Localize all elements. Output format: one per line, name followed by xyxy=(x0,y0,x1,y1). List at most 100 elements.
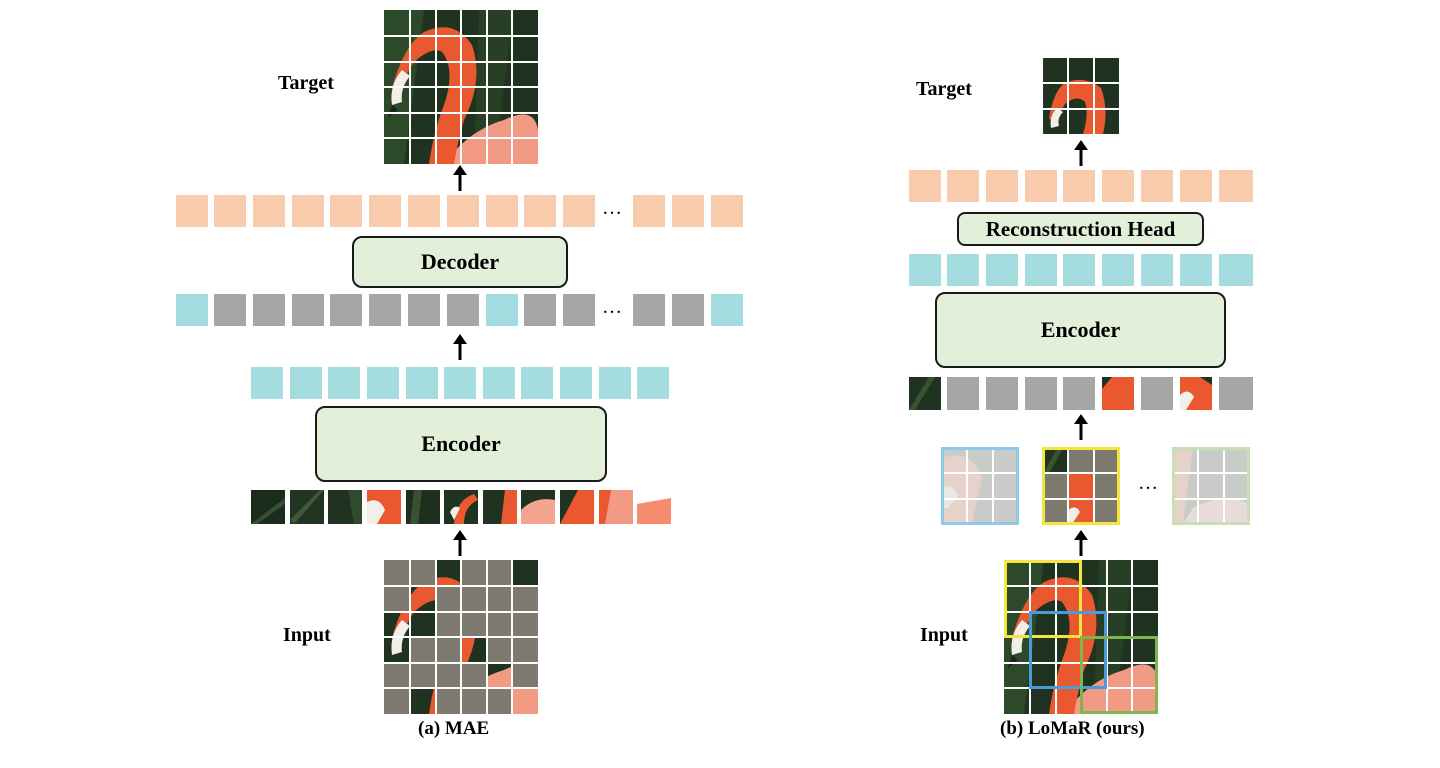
mae-mask-token xyxy=(214,294,246,326)
lomar-encoded-token xyxy=(1102,254,1134,286)
mae-encoded-token xyxy=(290,367,322,399)
mae-input-patch xyxy=(444,490,478,524)
mae-decoder-label: Decoder xyxy=(420,249,500,274)
mae-encoded-token xyxy=(521,367,553,399)
lomar-output-token xyxy=(1180,170,1212,202)
mae-mask-token xyxy=(633,294,665,326)
lomar-arrow-to-target xyxy=(1074,140,1088,166)
mae-output-token xyxy=(524,195,556,227)
mae-input-patch xyxy=(483,490,517,524)
lomar-output-token xyxy=(909,170,941,202)
mae-mask-token xyxy=(408,294,440,326)
mae-visible-token xyxy=(176,294,208,326)
mae-encoded-token xyxy=(599,367,631,399)
mae-mask-token xyxy=(563,294,595,326)
lomar-caption: (b) LoMaR (ours) xyxy=(1000,718,1145,739)
lomar-visible-patch xyxy=(909,377,941,410)
mae-target-label: Target xyxy=(278,72,334,94)
mae-input-label: Input xyxy=(283,624,331,646)
lomar-output-token xyxy=(1219,170,1253,202)
lomar-mask-token xyxy=(986,377,1018,410)
mae-input-patch xyxy=(560,490,594,524)
mae-input-patch xyxy=(367,490,401,524)
mae-mask-token xyxy=(447,294,479,326)
lomar-window-ellipsis: … xyxy=(1138,472,1158,494)
mae-encoded-token xyxy=(367,367,399,399)
mae-input-patch xyxy=(251,490,285,524)
lomar-encoded-token xyxy=(1219,254,1253,286)
lomar-input-window-yellow xyxy=(1004,560,1082,638)
mae-encoded-token xyxy=(637,367,669,399)
lomar-visible-patch xyxy=(1180,377,1212,410)
lomar-recon-head-label: Reconstruction Head xyxy=(985,216,1176,241)
mae-output-token xyxy=(292,195,324,227)
lomar-output-token xyxy=(1102,170,1134,202)
mae-mask-token xyxy=(524,294,556,326)
mae-decoder-input-ellipsis: … xyxy=(602,296,622,318)
lomar-mask-token xyxy=(1141,377,1173,410)
lomar-mask-token xyxy=(947,377,979,410)
mae-encoded-token xyxy=(406,367,438,399)
mae-output-token xyxy=(176,195,208,227)
mae-mask-token xyxy=(330,294,362,326)
lomar-arrow-to-encoder xyxy=(1074,414,1088,440)
mae-visible-token xyxy=(711,294,743,326)
lomar-encoder-label: Encoder xyxy=(1040,317,1121,342)
mae-encoder-label: Encoder xyxy=(421,431,501,456)
lomar-input-window-blue xyxy=(1029,611,1107,689)
mae-visible-token xyxy=(486,294,518,326)
lomar-target-image xyxy=(1043,58,1119,134)
lomar-output-token xyxy=(1025,170,1057,202)
lomar-arrow-to-windows xyxy=(1074,530,1088,556)
lomar-encoded-token xyxy=(947,254,979,286)
mae-input-patch xyxy=(290,490,324,524)
mae-input-patch xyxy=(599,490,633,524)
mae-output-token xyxy=(563,195,595,227)
lomar-input-label: Input xyxy=(920,624,968,646)
mae-output-ellipsis: … xyxy=(602,197,622,219)
lomar-output-token xyxy=(947,170,979,202)
mae-encoded-token xyxy=(328,367,360,399)
lomar-input-window-green xyxy=(1080,636,1158,714)
mae-decoder-block: Decoder xyxy=(352,236,568,288)
lomar-target-label: Target xyxy=(916,78,972,100)
mae-output-token xyxy=(369,195,401,227)
mae-arrow-to-target xyxy=(453,165,467,191)
mae-output-token xyxy=(633,195,665,227)
lomar-encoded-token xyxy=(1141,254,1173,286)
mae-input-patch xyxy=(637,490,671,524)
lomar-output-token xyxy=(986,170,1018,202)
mae-input-patch xyxy=(328,490,362,524)
mae-mask-token xyxy=(292,294,324,326)
mae-output-token xyxy=(408,195,440,227)
lomar-output-token xyxy=(1141,170,1173,202)
mae-encoded-token xyxy=(483,367,515,399)
lomar-encoded-token xyxy=(1063,254,1095,286)
lomar-encoded-token xyxy=(909,254,941,286)
mae-output-token xyxy=(330,195,362,227)
mae-encoded-token xyxy=(560,367,592,399)
mae-mask-token xyxy=(253,294,285,326)
mae-mask-token xyxy=(369,294,401,326)
mae-caption: (a) MAE xyxy=(418,718,490,739)
mae-output-token xyxy=(486,195,518,227)
lomar-mask-token xyxy=(1025,377,1057,410)
mae-output-token xyxy=(447,195,479,227)
lomar-output-token xyxy=(1063,170,1095,202)
lomar-visible-patch xyxy=(1102,377,1134,410)
mae-input-patch xyxy=(521,490,555,524)
lomar-encoder-block: Encoder xyxy=(935,292,1226,368)
lomar-encoded-token xyxy=(1025,254,1057,286)
mae-encoder-block: Encoder xyxy=(315,406,607,482)
lomar-encoded-token xyxy=(1180,254,1212,286)
mae-arrow-to-decoder-input xyxy=(453,334,467,360)
mae-output-token xyxy=(672,195,704,227)
lomar-encoded-token xyxy=(986,254,1018,286)
lomar-mask-token xyxy=(1219,377,1253,410)
mae-arrow-to-encoder xyxy=(453,530,467,556)
mae-output-token xyxy=(253,195,285,227)
mae-encoded-token xyxy=(251,367,283,399)
mae-mask-token xyxy=(672,294,704,326)
lomar-reconstruction-head: Reconstruction Head xyxy=(957,212,1204,246)
